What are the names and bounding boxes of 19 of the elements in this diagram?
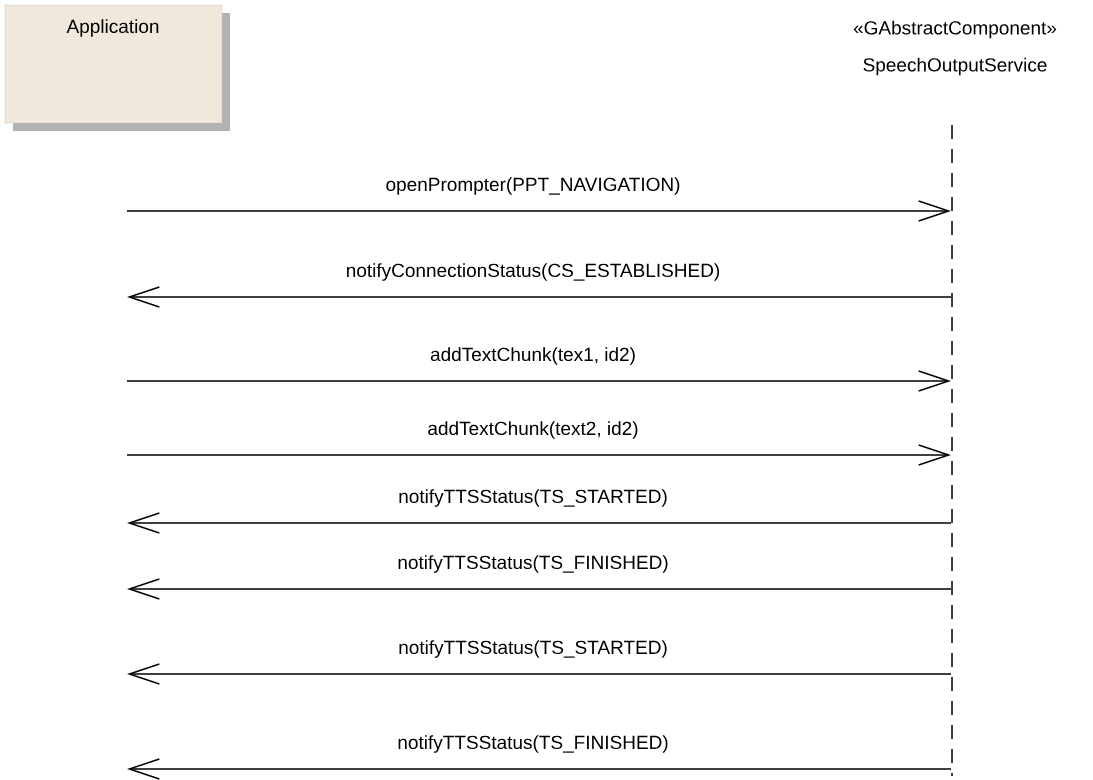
message-label: openPrompter(PPT_NAVIGATION) <box>384 176 682 196</box>
message-label: notifyTTSStatus(TS_STARTED) <box>397 488 669 508</box>
message-label: notifyTTSStatus(TS_STARTED) <box>397 639 669 659</box>
message-label: notifyConnectionStatus(CS_ESTABLISHED) <box>344 262 722 282</box>
message-label: notifyTTSStatus(TS_FINISHED) <box>396 734 670 754</box>
message-arrow <box>127 286 952 308</box>
message-arrow <box>126 370 951 392</box>
message-label: notifyTTSStatus(TS_FINISHED) <box>396 554 670 574</box>
message-arrow <box>127 663 952 685</box>
message-arrow <box>127 578 952 600</box>
message-arrow <box>126 200 951 222</box>
message-arrow <box>127 758 952 780</box>
message-arrow <box>127 512 952 534</box>
participant-label: «GAbstractComponent» SpeechOutputService <box>853 20 1057 76</box>
lifeline <box>951 124 953 777</box>
message-label: addTextChunk(text2, id2) <box>426 420 640 440</box>
participant-box: Application <box>4 4 230 131</box>
message-label: addTextChunk(tex1, id2) <box>429 346 637 366</box>
message-arrow <box>126 444 951 466</box>
